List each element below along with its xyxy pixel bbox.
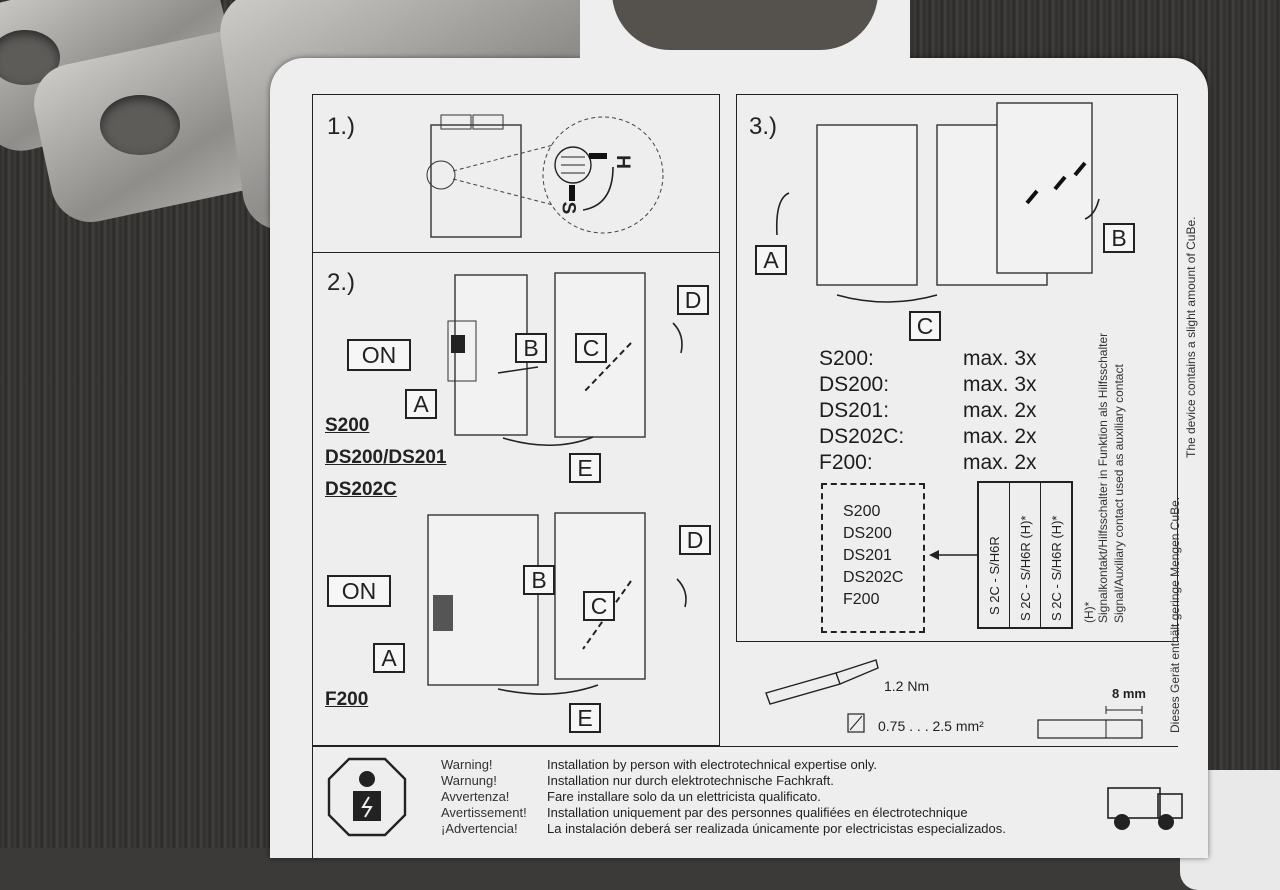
warning-panel: Warning! Installation by person with ele…: [312, 746, 1178, 858]
label-b-top: B: [515, 333, 547, 363]
on-label-bottom: ON: [327, 575, 391, 607]
hang-tab-cutout: [612, 0, 878, 50]
warning-text: La instalación deberá ser realizada únic…: [547, 821, 1006, 836]
warning-text: Installation uniquement par des personne…: [547, 805, 968, 820]
contact-column: S 2C - S/H6R: [979, 483, 1010, 627]
metal-hole: [100, 95, 180, 155]
warning-label: Warning!: [441, 757, 493, 772]
label-a-top: A: [405, 389, 437, 419]
step3-label-a: A: [755, 245, 787, 275]
step2-number: 2.): [327, 269, 356, 296]
label-b-bottom: B: [523, 565, 555, 595]
device-item: DS201: [843, 547, 892, 564]
max-row-model: DS201:: [819, 399, 890, 422]
label-d-bottom: D: [679, 525, 711, 555]
device-item: S200: [843, 503, 881, 520]
warning-text: Fare installare solo da un elettricista …: [547, 789, 821, 804]
warning-label: Avertissement!: [441, 805, 527, 820]
step3-label-c: C: [909, 311, 941, 341]
warning-label: ¡Advertencia!: [441, 821, 518, 836]
step1-number: 1.): [327, 113, 356, 140]
contact-mounting-diagram: [775, 102, 1100, 560]
torque-value: 1.2 Nm: [884, 678, 930, 694]
step3-label-b: B: [1103, 223, 1135, 253]
warning-label: Warnung!: [441, 773, 497, 788]
label-c-top: C: [575, 333, 607, 363]
max-row-model: S200:: [819, 347, 874, 370]
max-row-value: max. 3x: [963, 373, 1037, 396]
max-row-model: DS202C:: [819, 425, 905, 448]
max-row-model: DS200:: [819, 373, 890, 396]
max-row-model: F200:: [819, 451, 873, 474]
step1-panel: 1.) H S: [312, 94, 720, 252]
contact-columns-box: S 2C - S/H6R S 2C - S/H6R (H)* S 2C - S/…: [977, 481, 1073, 629]
tools-diagram: [765, 659, 1143, 739]
step3-number: 3.): [749, 113, 778, 140]
step3-panel: 3.) A B C S200: max. 3x DS200: max. 3x D…: [736, 94, 1178, 642]
breaker-switch-diagram: [426, 114, 664, 238]
label-e-top: E: [569, 453, 601, 483]
instruction-card: 1.) H S 2.): [270, 0, 1208, 858]
label-e-bottom: E: [569, 703, 601, 733]
contact-column: S 2C - S/H6R (H)*: [1010, 483, 1041, 627]
step2-panel: 2.) ON A B C D E S200 DS200/DS201 DS202C…: [312, 252, 720, 746]
label-d-top: D: [677, 285, 709, 315]
label-a-bottom: A: [373, 643, 405, 673]
max-row-value: max. 2x: [963, 399, 1037, 422]
device-item: F200: [843, 591, 880, 608]
max-row-value: max. 2x: [963, 425, 1037, 448]
max-row-value: max. 3x: [963, 347, 1037, 370]
warning-text: Installation by person with electrotechn…: [547, 757, 877, 772]
truck-logo: [1107, 787, 1183, 830]
model-s200: S200: [325, 415, 370, 436]
electrician-icon: [327, 757, 407, 837]
device-list-box: S200 DS200 DS201 DS202C F200: [821, 483, 925, 633]
strip-length-value: 8 mm: [1112, 686, 1146, 701]
on-label-top: ON: [347, 339, 411, 371]
model-f200: F200: [325, 689, 369, 710]
max-row-value: max. 2x: [963, 451, 1037, 474]
model-ds200-ds201: DS200/DS201: [325, 447, 447, 468]
label-c-bottom: C: [583, 591, 615, 621]
device-item: DS200: [843, 525, 892, 542]
cross-section-value: 0.75 . . . 2.5 mm²: [878, 718, 984, 734]
model-ds202c: DS202C: [325, 479, 397, 500]
warning-text: Installation nur durch elektrotechnische…: [547, 773, 834, 788]
warning-label: Avvertenza!: [441, 789, 510, 804]
device-item: DS202C: [843, 569, 904, 586]
